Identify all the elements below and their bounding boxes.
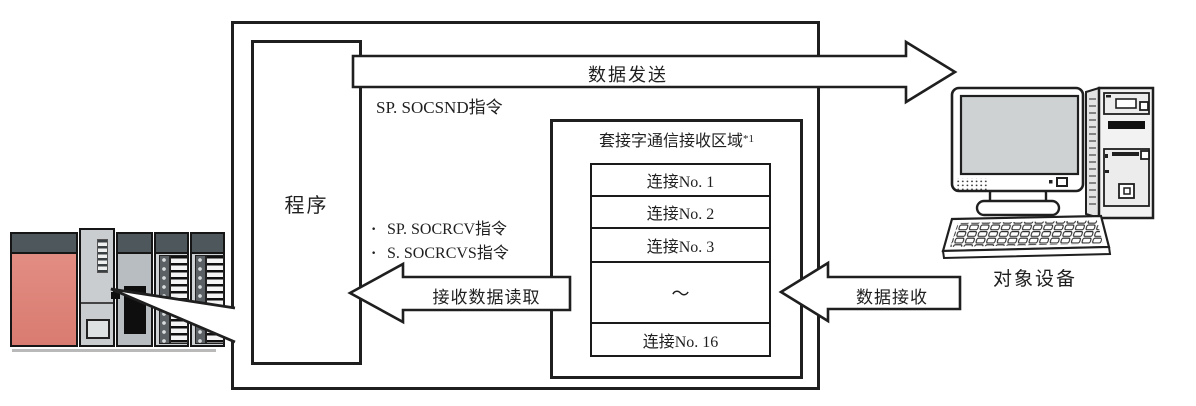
tower-bay-1 (1103, 92, 1150, 115)
tower-eject-button (1139, 101, 1149, 111)
tower-led (1105, 154, 1108, 158)
data-receive-arrow-label: 数据接收 (856, 288, 928, 307)
tower-lower-panel (1103, 148, 1150, 207)
plc-module-top-band (156, 234, 187, 254)
plc-module-top-band (192, 234, 223, 254)
tower-front (1097, 86, 1155, 220)
table-row: 连接No. 2 (592, 195, 769, 227)
ethernet-port-nub (111, 292, 120, 299)
send-instruction-label: SP. SOCSND指令 (376, 98, 503, 117)
connection-table: 连接No. 1 连接No. 2 连接No. 3 ～ 连接No. 16 (590, 163, 771, 357)
monitor-stand-neck (988, 188, 1048, 209)
monitor-power-led (1049, 180, 1053, 184)
ethernet-port (124, 286, 146, 334)
receive-instruction-1: SP. SOCRCV指令 (387, 221, 508, 238)
tower-led (1106, 95, 1111, 98)
io-terminal-strip (170, 255, 188, 344)
bullet-icon: · (371, 221, 377, 238)
plc-io-module (154, 232, 189, 347)
plc-rack-illustration (8, 227, 225, 353)
socket-receive-area-title: 套接字通信接收区域*1 (552, 127, 801, 151)
keyboard-body (941, 214, 1111, 253)
table-row-ellipsis: ～ (592, 261, 769, 322)
plc-shadow (12, 349, 216, 352)
footnote-marker: *1 (743, 133, 754, 145)
plc-module-top-band (118, 234, 151, 254)
io-connector-column (159, 255, 170, 344)
cpu-divider-line (81, 302, 113, 304)
program-label: 程序 (284, 195, 329, 217)
monitor-speaker-grille (957, 178, 987, 190)
target-device-label: 对象设备 (992, 269, 1077, 290)
program-box (251, 40, 362, 365)
table-row: 连接No. 1 (646, 174, 715, 191)
tower-drive-slot (1115, 98, 1137, 109)
receive-instruction-list: · SP. SOCRCV指令 · S. SOCRCVS指令 (371, 218, 509, 266)
plc-cpu-module (79, 228, 115, 347)
tower-vent-slot (1112, 152, 1139, 156)
tower-side-vents (1089, 98, 1096, 205)
table-row: 连接No. 16 (592, 322, 769, 355)
list-item: · S. SOCRCVS指令 (371, 242, 509, 266)
io-connector-column (195, 255, 206, 344)
tower-led (1105, 170, 1109, 173)
bullet-icon: · (371, 245, 377, 262)
monitor-power-button (1056, 177, 1068, 187)
plc-io-module (190, 232, 225, 347)
table-row: 连接No. 3 (592, 227, 769, 261)
data-send-arrow-label: 数据发送 (588, 65, 668, 85)
cpu-connector (86, 319, 110, 339)
list-item: · SP. SOCRCV指令 (371, 218, 509, 242)
tower-power-button (1118, 183, 1135, 199)
socket-receive-area-title-text: 套接字通信接收区域 (598, 133, 743, 150)
receive-instruction-2: S. SOCRCVS指令 (387, 245, 509, 262)
io-terminal-strip (206, 255, 224, 344)
read-received-data-arrow-label: 接收数据读取 (432, 288, 541, 307)
monitor-stand-base (975, 199, 1061, 217)
cpu-vent-slits (97, 239, 108, 273)
tower-floppy-slot (1108, 121, 1145, 129)
plc-module-top-band (12, 234, 76, 254)
plc-ethernet-module (111, 232, 153, 347)
tower-reset-button (1140, 150, 1150, 160)
desktop-computer-illustration (941, 86, 1155, 260)
keyboard-keys (950, 220, 1103, 247)
outer-frame (231, 21, 820, 390)
monitor-screen (959, 94, 1080, 176)
tower-power-button-inner (1123, 187, 1131, 195)
plc-power-module (10, 232, 78, 347)
tower-side (1085, 86, 1100, 220)
monitor-bezel (950, 86, 1085, 193)
keyboard-front-edge (941, 245, 1112, 260)
